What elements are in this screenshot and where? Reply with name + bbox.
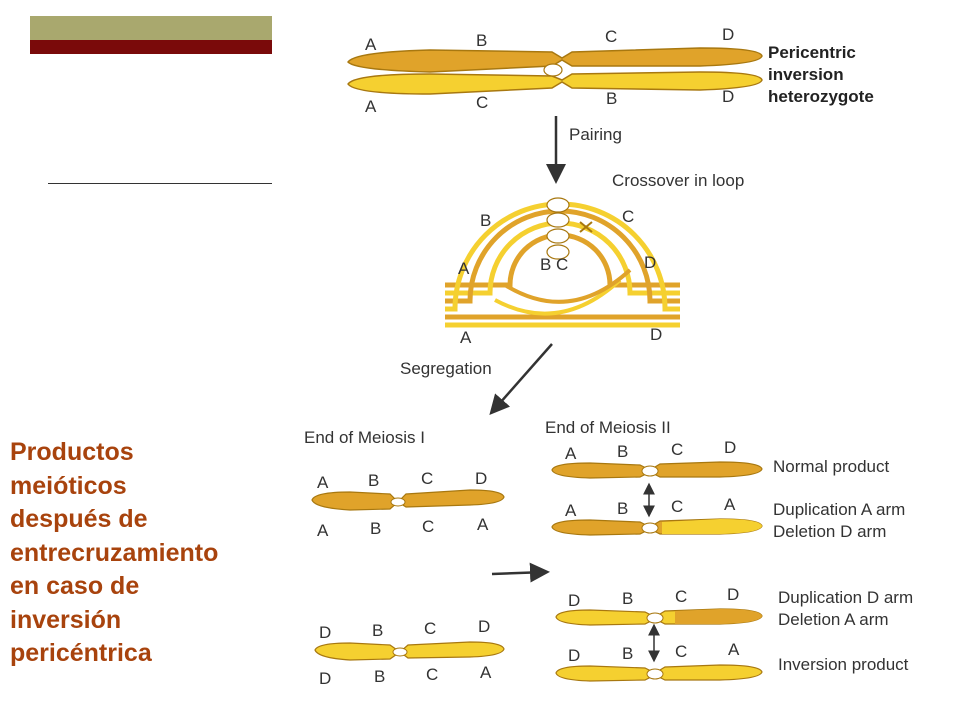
heterozygote-title: Pericentric — [768, 43, 856, 62]
gene-label: A — [317, 521, 329, 540]
caption-line: después de — [10, 505, 148, 533]
caption-line: Productos — [10, 438, 134, 466]
meiosis1-title: End of Meiosis I — [304, 428, 425, 447]
gene-label: A — [728, 640, 740, 659]
heterozygote-title: heterozygote — [768, 87, 874, 106]
gene-label: D — [727, 585, 739, 604]
gene-label: D — [319, 669, 331, 688]
gene-label: D — [724, 438, 736, 457]
meiosis2-title: End of Meiosis II — [545, 418, 671, 437]
gene-label: D — [568, 646, 580, 665]
gene-label: A — [317, 473, 329, 492]
gene-label: B — [370, 519, 381, 538]
gene-label: B — [617, 442, 628, 461]
product-label: Deletion D arm — [773, 522, 886, 541]
gene-label: C — [421, 469, 433, 488]
gene-label: A — [365, 97, 377, 116]
product-inversion — [555, 664, 763, 682]
heterozygote-title: inversion — [768, 65, 844, 84]
gene-label: B — [372, 621, 383, 640]
centromere — [543, 63, 563, 77]
header-bar-olive — [30, 16, 272, 40]
product-duplication-d — [555, 608, 763, 626]
product-label: Inversion product — [778, 655, 909, 674]
gene-label: C — [605, 27, 617, 46]
caption-line: pericéntrica — [10, 639, 152, 667]
gene-label: B — [622, 644, 633, 663]
gene-label: B — [374, 667, 385, 686]
gene-label: A — [565, 444, 577, 463]
gene-label: B — [617, 499, 628, 518]
loop-gene-label: B C — [540, 255, 568, 274]
gene-label: B — [606, 89, 617, 108]
loop-gene-label: C — [622, 207, 634, 226]
chromosome-lower — [347, 71, 763, 95]
gene-label: C — [675, 587, 687, 606]
meiosis-ii-arrow — [491, 562, 550, 583]
gene-label: A — [477, 515, 489, 534]
gene-label: C — [671, 497, 683, 516]
gene-label: C — [671, 440, 683, 459]
gene-label: D — [722, 87, 734, 106]
gene-label: B — [368, 471, 379, 490]
loop-gene-label: D — [644, 253, 656, 272]
gene-label: A — [365, 35, 377, 54]
gene-label: C — [424, 619, 436, 638]
gene-label: D — [568, 591, 580, 610]
caption-line: en caso de — [10, 572, 140, 600]
gene-label: D — [319, 623, 331, 642]
caption-line: inversión — [10, 605, 122, 634]
loop-gene-label: B — [480, 211, 491, 230]
gene-label: A — [724, 495, 736, 514]
gene-label: B — [476, 31, 487, 50]
slide-caption: Productos meióticos después de entrecruz… — [10, 436, 290, 671]
crossover-label: Crossover in loop — [612, 171, 744, 190]
segregation-arrow — [489, 343, 553, 415]
product-duplication-a — [551, 518, 763, 536]
caption-line: meióticos — [10, 471, 127, 500]
segregation-label: Segregation — [400, 359, 492, 378]
loop-gene-label: D — [650, 325, 662, 344]
gene-label: B — [622, 589, 633, 608]
loop-gene-label: A — [460, 328, 472, 347]
product-label: Duplication D arm — [778, 588, 913, 607]
gene-label: C — [476, 93, 488, 112]
gene-label: C — [675, 642, 687, 661]
gene-label: D — [478, 617, 490, 636]
inversion-loop — [445, 197, 680, 328]
product-label: Deletion A arm — [778, 610, 889, 629]
header-bar-maroon — [30, 40, 272, 54]
gene-label: D — [475, 469, 487, 488]
meiosis1-pair-1 — [311, 489, 505, 511]
product-label: Normal product — [773, 457, 889, 476]
gene-label: C — [426, 665, 438, 684]
product-label: Duplication A arm — [773, 500, 905, 519]
meiosis1-pair-2 — [314, 641, 505, 661]
product-normal — [551, 461, 763, 479]
divider-line — [48, 183, 272, 184]
caption-line: entrecruzamiento — [10, 538, 219, 567]
inversion-diagram: A B C D A C B D Pericentric inversion he… — [304, 25, 913, 688]
loop-gene-label: A — [458, 259, 470, 278]
pairing-label: Pairing — [569, 125, 622, 144]
chromosome-upper — [347, 47, 763, 73]
gene-label: A — [565, 501, 577, 520]
gene-label: A — [480, 663, 492, 682]
gene-label: D — [722, 25, 734, 44]
heterozygote-pair — [347, 47, 763, 95]
gene-label: C — [422, 517, 434, 536]
